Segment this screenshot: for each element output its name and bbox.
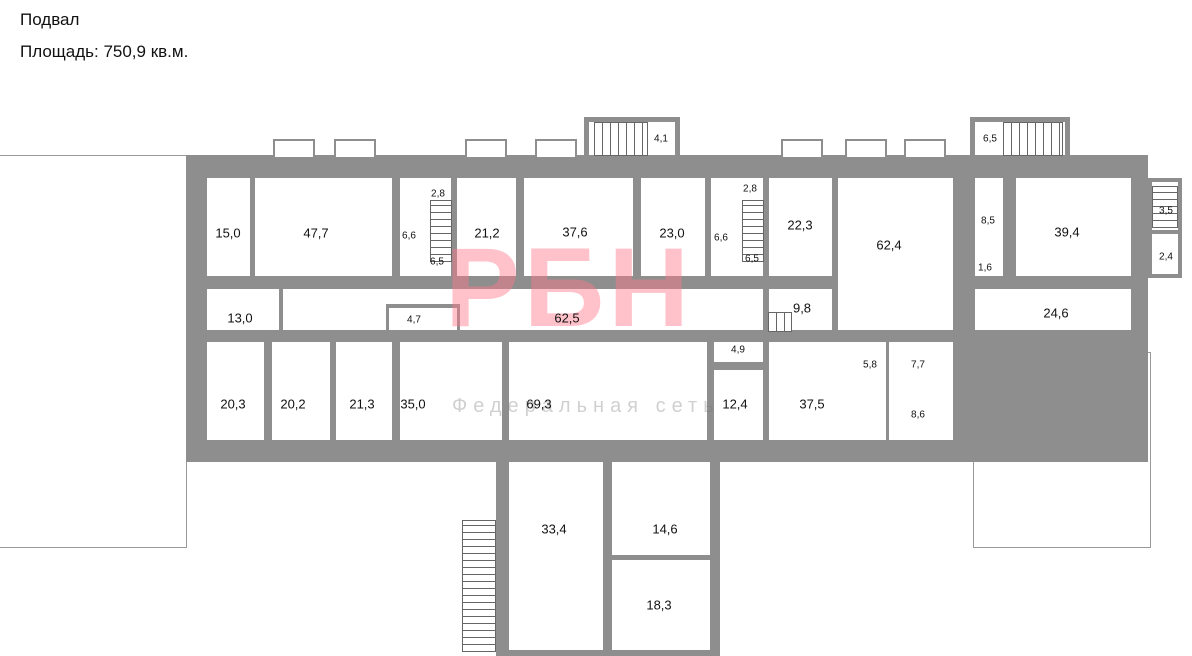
- room-area: 4,1: [654, 133, 668, 145]
- room-area: 8,6: [911, 409, 925, 421]
- adjacent-building-left: [0, 155, 187, 548]
- floor-area: Площадь: 750,9 кв.м.: [20, 42, 189, 61]
- room-area: 20,2: [280, 396, 306, 412]
- room-area: 1,6: [978, 262, 992, 274]
- room-area: 37,5: [799, 396, 825, 412]
- floor-title: Подвал: [20, 10, 80, 29]
- room-area: 21,3: [349, 396, 375, 412]
- room-area: 21,2: [474, 225, 500, 241]
- room-area: 15,0: [215, 225, 241, 241]
- room-area: 39,4: [1054, 224, 1080, 240]
- room-area: 2,8: [431, 188, 445, 200]
- room-area: 62,5: [554, 310, 580, 326]
- room-area: 37,6: [562, 224, 588, 240]
- room-area: 24,6: [1043, 305, 1069, 321]
- watermark-tagline: Федеральная сеть: [452, 395, 720, 417]
- room-area: 35,0: [400, 396, 426, 412]
- room-area: 18,3: [646, 597, 672, 613]
- room-area: 9,8: [792, 300, 812, 316]
- room-area: 6,5: [430, 256, 444, 268]
- room-area: 2,8: [743, 183, 757, 195]
- room-area: 2,4: [1159, 251, 1173, 263]
- room-area: 14,6: [652, 521, 678, 537]
- watermark-logo: РБН: [445, 225, 694, 350]
- room-area: 4,7: [407, 314, 421, 326]
- room-area: 69,3: [526, 396, 552, 412]
- room-area: 47,7: [303, 225, 329, 241]
- room-area: 22,3: [787, 217, 813, 233]
- room-area: 5,8: [863, 359, 877, 371]
- room-area: 33,4: [541, 521, 567, 537]
- room-area: 20,3: [220, 396, 246, 412]
- room-area: 3,5: [1159, 205, 1173, 217]
- room-area: 7,7: [911, 359, 925, 371]
- room-area: 6,6: [714, 232, 728, 244]
- room-area: 13,0: [227, 310, 253, 326]
- room-area: 6,5: [745, 253, 759, 265]
- room-area: 8,5: [981, 215, 995, 227]
- room-area: 6,5: [983, 133, 997, 145]
- room-area: 4,9: [731, 344, 745, 356]
- room-area: 12,4: [722, 396, 748, 412]
- room-area: 6,6: [402, 230, 416, 242]
- room-area: 62,4: [876, 237, 902, 253]
- room-area: 23,0: [659, 225, 685, 241]
